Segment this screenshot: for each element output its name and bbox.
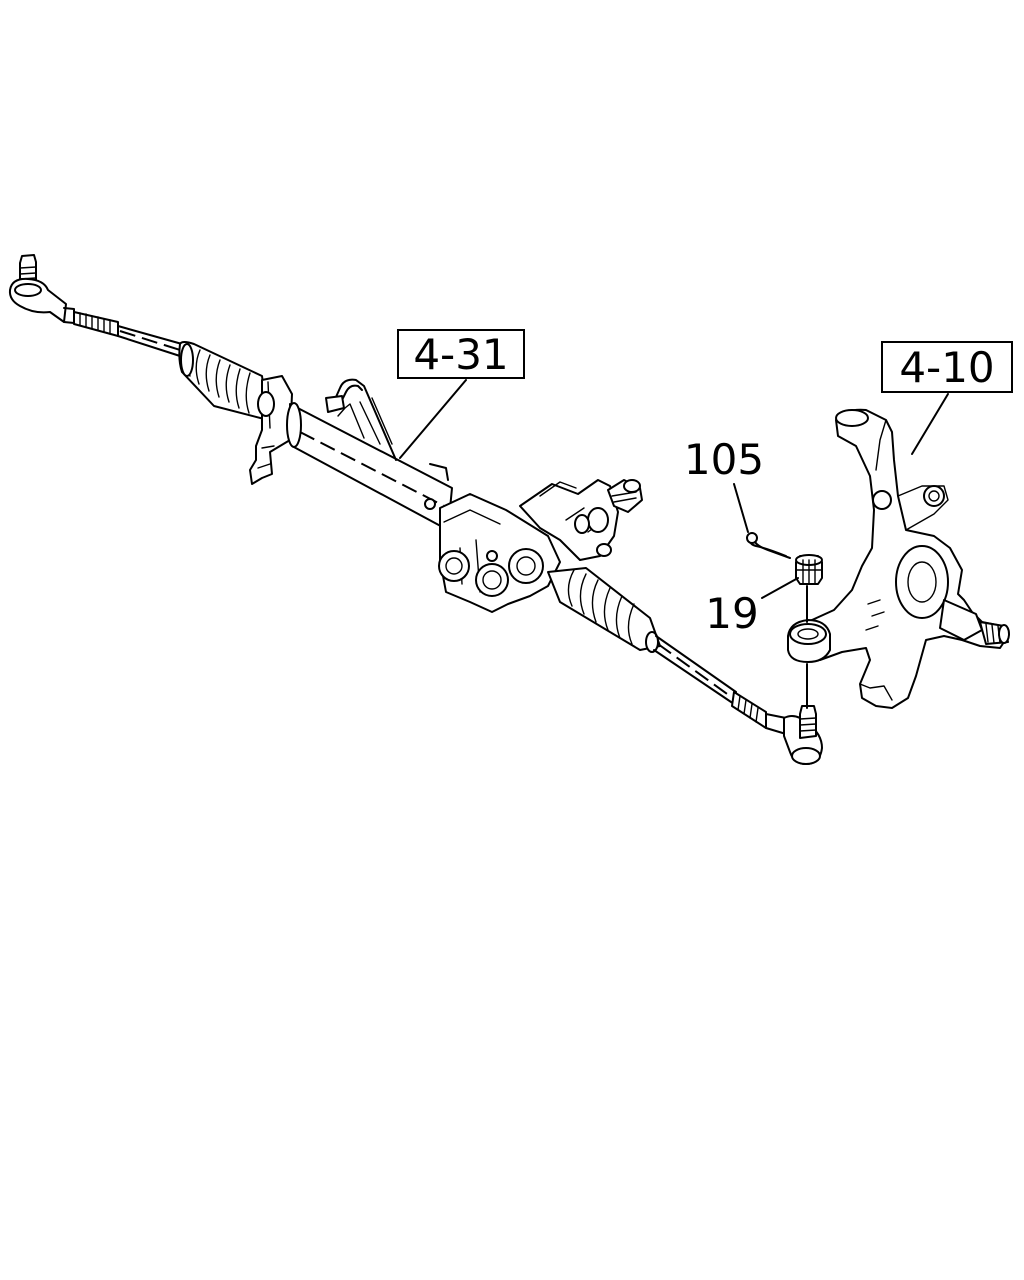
leader-lines <box>399 379 949 709</box>
right-tie-rod-end <box>783 705 823 765</box>
callout-4-31[interactable]: 4-31 <box>397 329 525 379</box>
left-boot <box>178 341 269 421</box>
steering-knuckle <box>787 408 1010 709</box>
right-boot <box>547 567 661 653</box>
left-mount-bracket <box>249 375 293 485</box>
left-tie-rod-end <box>8 254 67 323</box>
callout-4-10[interactable]: 4-10 <box>881 341 1013 393</box>
gear-housing <box>424 479 643 613</box>
right-tie-rod <box>653 635 787 735</box>
callout-4-31-label: 4-31 <box>413 330 508 379</box>
callout-4-10-label: 4-10 <box>899 343 994 392</box>
castle-nut <box>795 554 823 585</box>
left-tie-rod <box>63 307 183 357</box>
callout-19-label: 19 <box>705 589 758 638</box>
callout-105-label: 105 <box>684 435 764 484</box>
callout-19[interactable]: 19 <box>705 589 758 638</box>
callout-105[interactable]: 105 <box>684 435 764 484</box>
cotter-pin <box>746 532 791 559</box>
rack-housing <box>286 397 453 531</box>
fluid-pipe <box>325 378 449 481</box>
